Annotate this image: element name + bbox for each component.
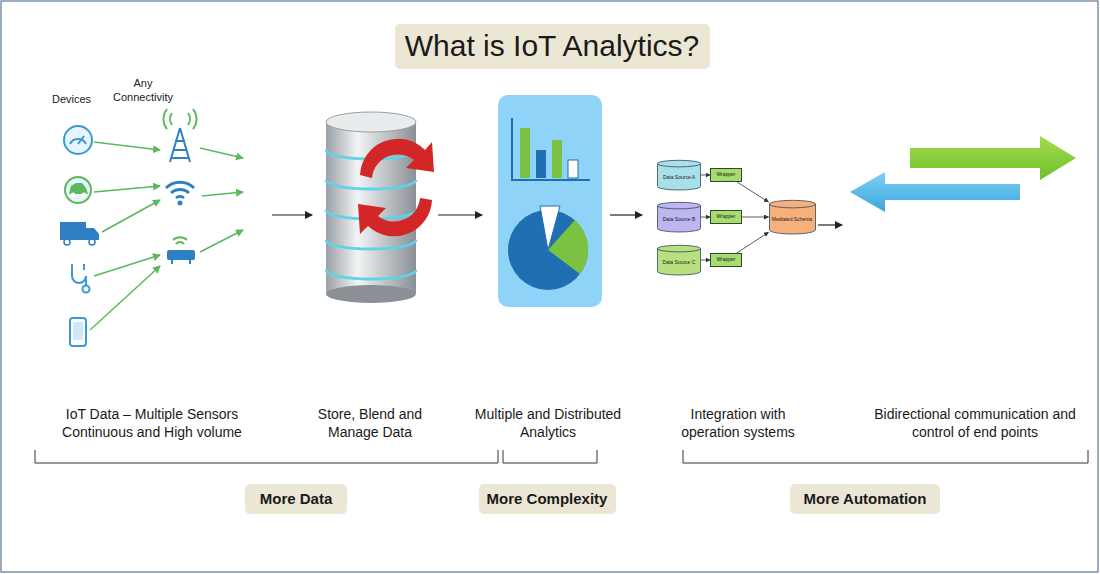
node-text: Data Source C — [663, 260, 696, 266]
data-source-cylinder: Data Source C — [657, 245, 701, 275]
group-label: More Complexity — [479, 484, 616, 514]
node-text: More Complexity — [487, 490, 608, 507]
node-text: Mediated Schema — [772, 217, 812, 223]
wrapper-box: Wrapper — [710, 253, 742, 267]
node-text: Wrapper — [716, 214, 735, 220]
device-icons — [60, 126, 99, 346]
node-text: Wrapper — [716, 257, 735, 263]
group-label: More Automation — [790, 484, 940, 514]
column-label: Any Connectivity — [108, 76, 178, 105]
stage-caption: Multiple and Distributed Analytics — [474, 405, 622, 441]
bidirectional-arrows — [850, 136, 1076, 212]
group-label: More Data — [245, 484, 347, 514]
connector — [701, 217, 710, 218]
node-text: Data Source A — [663, 175, 695, 181]
node-text: Data Source B — [663, 217, 696, 223]
node-text: Wrapper — [716, 172, 735, 178]
wrapper-box: Wrapper — [710, 168, 742, 182]
connectivity-icons — [163, 109, 196, 264]
schema-cylinder: Mediated Schema — [769, 200, 816, 234]
connector — [742, 217, 769, 218]
connector — [701, 260, 710, 261]
data-source-cylinder: Data Source B — [657, 202, 701, 232]
column-label: Devices — [52, 92, 112, 106]
stage-caption: Store, Blend and Manage Data — [303, 405, 437, 441]
node-text: What is IoT Analytics? — [405, 29, 700, 64]
connector — [701, 175, 710, 176]
stage-caption: IoT Data – Multiple Sensors Continuous a… — [38, 405, 266, 441]
stage-caption: Bidirectional communication and control … — [872, 405, 1078, 441]
connector — [737, 232, 769, 253]
data-source-cylinder: Data Source A — [657, 160, 701, 190]
wrapper-box: Wrapper — [710, 210, 742, 224]
analytics-panel — [498, 95, 602, 307]
title-box: What is IoT Analytics? — [395, 24, 710, 69]
group-brackets — [35, 450, 1088, 463]
database-icon — [326, 112, 434, 303]
connector — [737, 182, 769, 202]
stage-caption: Integration with operation systems — [666, 405, 810, 441]
device-links — [90, 142, 243, 330]
node-text: More Automation — [804, 490, 927, 507]
node-text: More Data — [260, 490, 333, 507]
